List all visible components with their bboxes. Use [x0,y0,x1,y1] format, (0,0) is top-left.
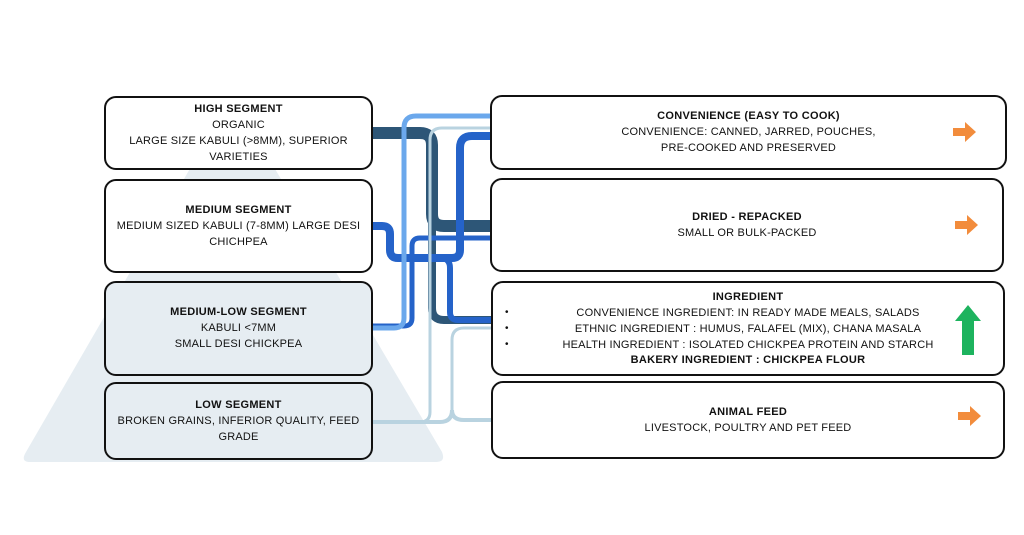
segment-line: KABULI <7MM [200,322,277,334]
use-title: INGREDIENT [712,290,784,303]
segment-line: VARIETIES [209,150,268,163]
use-title: DRIED - REPACKED [692,210,802,223]
segment-line: MEDIUM SIZED KABULI (7-8MM) LARGE DESI [116,219,361,232]
use-box-convenience: CONVENIENCE (EASY TO COOK) CONVENIENCE: … [490,95,1007,170]
link-mediumlow-to-dried [372,235,492,329]
use-line: LIVESTOCK, POULTRY AND PET FEED [644,421,852,434]
segment-title: MEDIUM-LOW SEGMENT [170,306,307,318]
use-box-dried: DRIED - REPACKED SMALL OR BULK-PACKED [490,178,1004,272]
segment-title: MEDIUM SEGMENT [185,203,292,216]
link-medium-to-convenience [372,132,492,262]
use-line: BAKERY INGREDIENT : CHICKPEA FLOUR [630,353,866,366]
link-medium-to-ingredient [439,255,492,323]
use-box-animal-feed: ANIMAL FEED LIVESTOCK, POULTRY AND PET F… [491,381,1005,459]
segment-line: BROKEN GRAINS, INFERIOR QUALITY, FEED [117,414,360,427]
segment-line: GRADE [218,430,259,443]
link-low-to-ingredient [372,126,492,424]
use-bullet: ETHNIC INGREDIENT : HUMUS, FALAFEL (MIX)… [501,321,995,337]
segment-line: CHICHPEA [209,235,268,248]
segment-line: SMALL DESI CHICKPEA [174,338,303,350]
segment-box-medium-low: MEDIUM-LOW SEGMENT KABULI <7MM SMALL DES… [104,281,373,376]
use-line: PRE-COOKED AND PRESERVED [660,142,837,154]
segment-box-medium: MEDIUM SEGMENT MEDIUM SIZED KABULI (7-8M… [104,179,373,273]
segment-line: ORGANIC [212,118,265,131]
use-bullet: HEALTH INGREDIENT : ISOLATED CHICKPEA PR… [501,337,995,353]
segment-title: HIGH SEGMENT [194,102,283,115]
segment-title: LOW SEGMENT [195,398,282,411]
use-title: CONVENIENCE (EASY TO COOK) [657,110,840,122]
arrow-up-icon [955,305,981,355]
link-low-to-ingredient-2 [439,326,492,424]
link-high-to-ingredient [419,129,492,324]
use-title: ANIMAL FEED [708,405,788,418]
link-low-to-feed [372,409,492,424]
use-box-ingredient: INGREDIENT CONVENIENCE INGREDIENT: IN RE… [491,281,1005,376]
use-bullet: CONVENIENCE INGREDIENT: IN READY MADE ME… [501,305,995,321]
use-line: CONVENIENCE: CANNED, JARRED, POUCHES, [621,126,876,138]
segment-line: LARGE SIZE KABULI (>8MM), SUPERIOR [129,134,348,147]
segment-box-low: LOW SEGMENT BROKEN GRAINS, INFERIOR QUAL… [104,382,373,460]
arrow-right-icon [958,406,981,426]
use-line: SMALL OR BULK-PACKED [677,226,817,239]
link-mediumlow-to-convenience [372,113,492,331]
arrow-right-icon [953,122,976,142]
arrow-right-icon [955,215,978,235]
segment-box-high: HIGH SEGMENT ORGANIC LARGE SIZE KABULI (… [104,96,373,170]
